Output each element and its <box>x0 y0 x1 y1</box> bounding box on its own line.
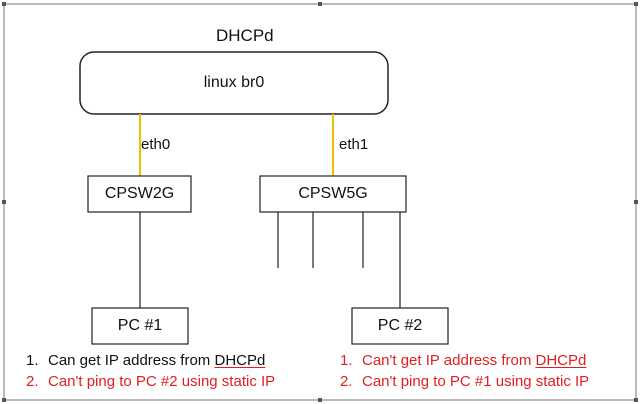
switch-left-label: CPSW2G <box>104 185 175 202</box>
pc-right-box <box>351 307 449 345</box>
note-number: 2. <box>26 373 39 390</box>
right-note-1: 1. Can't get IP address from DHCPd <box>340 350 589 371</box>
note-text: Can get IP address from <box>48 352 215 369</box>
note-text: Can't ping to PC #1 using static IP <box>362 373 590 390</box>
eth0-label: eth0 <box>141 136 171 153</box>
switch-right-label: CPSW5G <box>298 185 368 202</box>
bridge-label: linux br0 <box>203 74 265 91</box>
right-note-2: 2. Can't ping to PC #1 using static IP <box>340 371 589 392</box>
left-notes: 1. Can get IP address from DHCPd 2. Can't … <box>26 350 275 392</box>
note-text: Can't get IP address from <box>362 352 536 369</box>
left-note-1: 1. Can get IP address from DHCPd <box>26 350 275 371</box>
note-number: 1. <box>26 352 39 369</box>
note-number: 1. <box>340 352 353 369</box>
right-notes: 1. Can't get IP address from DHCPd 2. Can'… <box>340 350 589 392</box>
pc-left-box <box>91 307 189 345</box>
left-note-2: 2. Can't ping to PC #2 using static IP <box>26 371 275 392</box>
pc-left-label: PC #1 <box>117 317 163 334</box>
note-text: Can't ping to PC #2 using static IP <box>48 373 276 390</box>
switch-left-box <box>87 175 192 213</box>
bridge-box <box>79 51 389 115</box>
pc-right-label: PC #2 <box>377 317 423 334</box>
note-dhcpd-link: DHCPd <box>214 352 266 369</box>
dhcpd-title: DHCPd <box>216 26 274 45</box>
note-number: 2. <box>340 373 353 390</box>
eth1-label: eth1 <box>339 136 369 153</box>
switch-right-box <box>259 175 407 213</box>
note-dhcpd-link: DHCPd <box>535 352 587 369</box>
